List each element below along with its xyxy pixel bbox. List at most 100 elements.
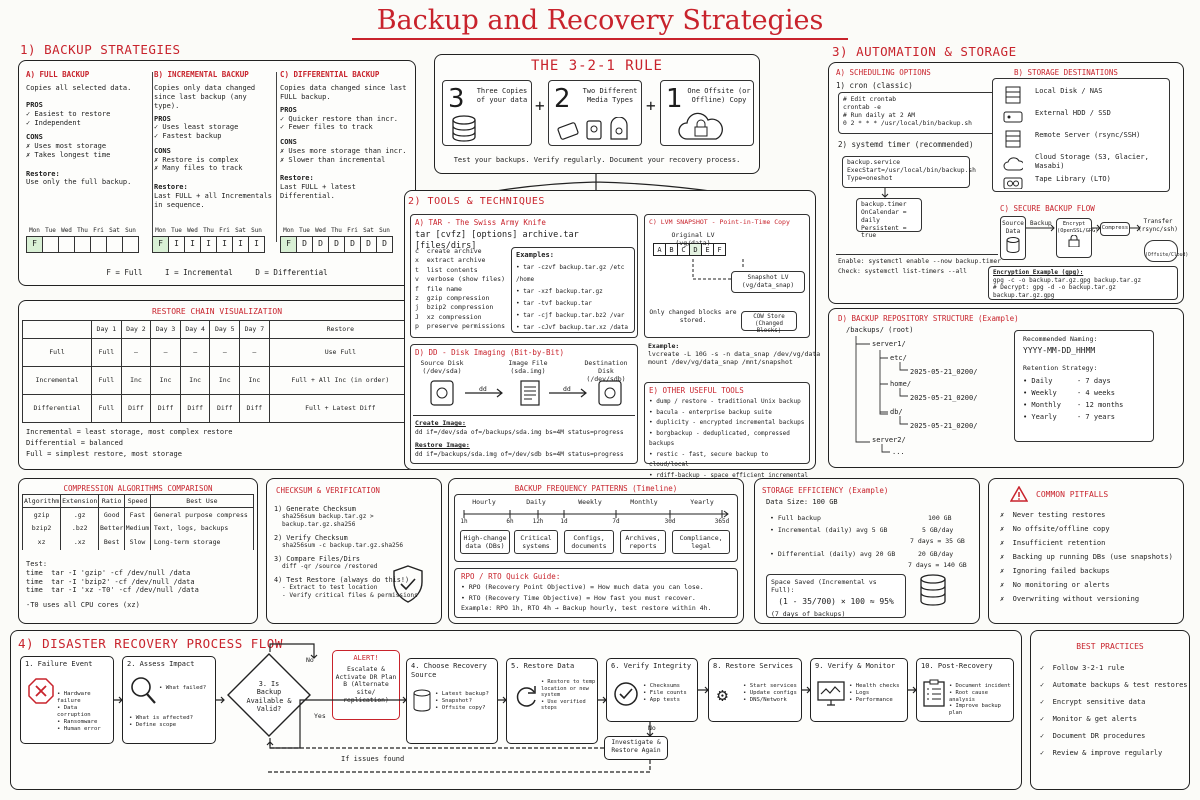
frequency-label: Yearly xyxy=(690,498,714,506)
week-cell: F xyxy=(280,235,297,253)
server-icon xyxy=(1005,130,1021,148)
day-header: Thu xyxy=(331,227,342,234)
rule-two-media: 2 Two Different Media Types xyxy=(548,80,642,146)
week-cell xyxy=(42,235,59,253)
full-backup-title: A) FULL BACKUP xyxy=(26,70,90,79)
tar-example: • tar -tvf backup.tar xyxy=(516,300,592,307)
rule-one-offsite: 1 One Offsite (or Offline) Copy xyxy=(660,80,754,146)
day-header: Thu xyxy=(77,227,88,234)
cron-line: crontab -e xyxy=(843,103,881,111)
database-icon xyxy=(1006,237,1020,254)
rule-number-2: 2 xyxy=(554,84,571,114)
tar-title: A) TAR - The Swiss Army Knife xyxy=(415,218,546,227)
dr-item: • What is affected? xyxy=(129,715,193,721)
full-con-item: ✗ Takes longest time xyxy=(26,150,111,159)
chain-cell: Full xyxy=(91,394,122,423)
incremental-desc: Copies only data changed since last back… xyxy=(154,84,256,110)
frequency-label: Weekly xyxy=(578,498,602,506)
best-practice-item: ✓ Automate backups & test restores xyxy=(1040,681,1188,689)
compression-cell: .bz2 xyxy=(60,521,100,536)
investigate-box: Investigate & Restore Again xyxy=(604,736,668,760)
week-cell: I xyxy=(216,235,233,253)
restore-chain-notes: Incremental = least storage, most comple… xyxy=(26,428,233,458)
pitfalls-list: ✗ Never testing restores✗ No offsite/off… xyxy=(1000,508,1173,606)
flow-transfer-label: Transfer (rsync/ssh) xyxy=(1138,218,1178,233)
week-cell: I xyxy=(248,235,265,253)
day-header: Tue xyxy=(299,227,310,234)
dr-step-post-recovery: 10. Post-Recovery • Document incident• R… xyxy=(916,658,1014,722)
retention-row: • Monthly- 12 months xyxy=(1023,399,1145,411)
dd-diagram-icons xyxy=(430,380,622,406)
flow-source-label: Source Data xyxy=(1002,220,1024,235)
dr-step-items: • Hardware failure• Data corruption• Ran… xyxy=(57,691,113,733)
diff-con-item: ✗ Uses more storage than incr. xyxy=(280,146,407,155)
day-header: Wed xyxy=(315,227,326,234)
divider xyxy=(413,415,635,416)
cron-line: # Edit crontab xyxy=(843,96,897,103)
naming-retention-box: Recommended Naming: YYYY-MM-DD_HHMM Rete… xyxy=(1014,330,1154,442)
best-practice-item: ✓ Review & improve regularly xyxy=(1040,749,1163,757)
section-3-heading: 3) AUTOMATION & STORAGE xyxy=(832,44,1017,59)
flow-encrypt: Encrypt (OpenSSL/GPG) xyxy=(1056,218,1098,258)
week-cell xyxy=(90,235,107,253)
chain-note: Full = simplest restore, most storage xyxy=(26,449,182,458)
day-header: Wed xyxy=(61,227,72,234)
tar-option: p preserve permissions xyxy=(415,322,506,331)
inc-con-item: ✗ Many files to track xyxy=(154,164,243,173)
compression-cell: .gz xyxy=(60,507,100,522)
full-pro-item: ✓ Independent xyxy=(26,118,81,127)
tar-option: z gzip compression xyxy=(415,294,490,303)
lvm-example: Example: lvcreate -L 10G -s -n data_snap… xyxy=(648,342,820,366)
inc-restore-heading: Restore: xyxy=(154,183,188,192)
divider xyxy=(152,72,153,242)
space-saved-formula: (1 - 35/700) × 100 ≈ 95% xyxy=(778,597,894,607)
chain-header: Day 7 xyxy=(239,320,270,339)
enable-cmd: Enable: systemctl enable --now backup.ti… xyxy=(838,258,1002,265)
dr-item: • Health checks xyxy=(849,683,900,689)
destinations-title: B) STORAGE DESTINATIONS xyxy=(1014,68,1118,77)
gear-icon: ⚙ xyxy=(717,685,728,706)
day-header: Sun xyxy=(379,227,390,234)
lvm-cmd: mount /dev/vg/data_snap /mnt/snapshot xyxy=(648,358,793,367)
pitfall-item: ✗ Never testing restores xyxy=(1000,511,1106,519)
rpo-line: • RPO (Recovery Point Objective) = How m… xyxy=(461,583,704,592)
full-restore-heading: Restore: xyxy=(26,169,60,178)
diff-restore-heading: Restore: xyxy=(280,174,314,183)
frequency-box: Configs, documents xyxy=(564,530,614,554)
dr-step-items: • What failed? xyxy=(159,685,206,692)
best-practices-title: BEST PRACTICES xyxy=(1076,642,1144,651)
pitfall-item: ✗ Insufficient retention xyxy=(1000,539,1106,547)
tar-option: f file name xyxy=(415,284,462,293)
differential-backup-card: C) DIFFERENTIAL BACKUP Copies data chang… xyxy=(280,70,410,201)
rpo-rto-title: RPO / RTO Quick Guide: xyxy=(461,572,561,581)
pitfall-item: ✗ Overwriting without versioning xyxy=(1000,595,1140,603)
diff-pro-item: ✓ Quicker restore than incr. xyxy=(280,114,399,123)
tool-item: • duplicity - encrypted incremental back… xyxy=(649,419,805,426)
cron-heading: 1) cron (classic) xyxy=(836,81,913,91)
frequency-box: Critical systems xyxy=(514,530,558,554)
repository-title: D) BACKUP REPOSITORY STRUCTURE (Example) xyxy=(838,314,1019,323)
encryption-example: Encryption Example (gpg): gpg -c -o back… xyxy=(988,266,1178,300)
tar-option: t list contents xyxy=(415,265,478,274)
dr-item: • Document incident xyxy=(949,683,1011,689)
chain-cell: Full + Latest Diff xyxy=(268,394,413,423)
dd-arrow-label: dd xyxy=(479,385,487,393)
other-tools-title: E) OTHER USEFUL TOOLS xyxy=(649,386,744,395)
flow-backup-label: Backup xyxy=(1030,220,1052,227)
timeline-tick: 12h xyxy=(532,518,544,525)
chain-cell: Inc xyxy=(120,366,152,395)
checksum-step-heading: 3) Compare Files/Dirs xyxy=(274,554,360,563)
tool-item: • borgbackup - deduplicated, compressed … xyxy=(649,429,790,448)
efficiency-value: 7 days = 140 GB xyxy=(908,561,967,569)
incremental-backup-title: B) INCREMENTAL BACKUP xyxy=(154,70,249,79)
compression-header: Speed xyxy=(124,494,151,508)
tar-syntax: tar [cvfz] [options] archive.tar [files/… xyxy=(415,230,579,251)
refresh-icon xyxy=(516,686,536,707)
day-header: Mon xyxy=(29,227,40,234)
chain-row-label: Incremental xyxy=(21,366,93,395)
arrow-down-icon xyxy=(881,188,889,198)
dr-step-verify-integrity: 6. Verify Integrity • Checksums• File co… xyxy=(606,658,698,722)
